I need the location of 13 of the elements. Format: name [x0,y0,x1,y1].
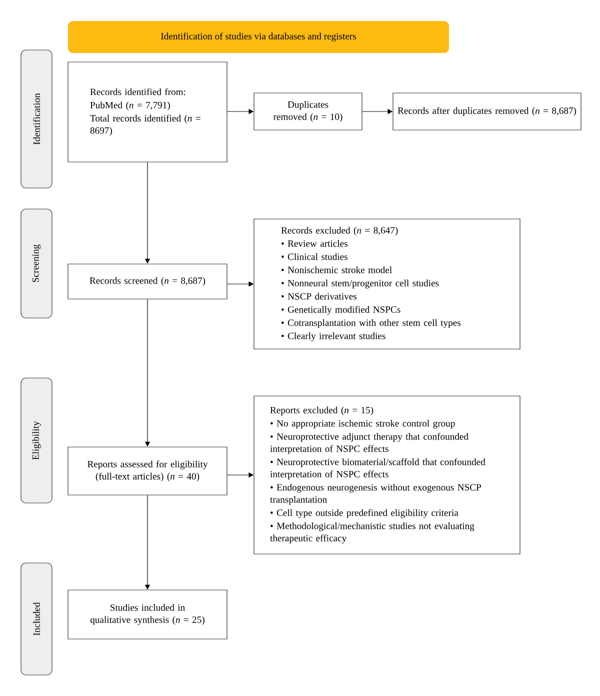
process-box: Reports excluded (n = 15) • No appropriate ischemic stroke control group • Neuroprotective adjunct therapy that confounded interpretation of NSPC effects • Neuroprotective biomaterial/scaffold that confounded interpretation of NSPC effects • Endogenous neurogenesis without exogenous NSCP transplantation • Cell type outside predefined eligibility criteria • Methodological/mechanistic studies not evaluating therapeutic efficacy [254,396,520,554]
phase-label: Included [20,562,52,676]
process-box: Records after duplicates removed (n = 8,687) [392,92,582,130]
process-box: Records identified from: PubMed (n = 7,791) Total records identified (n = 8697) [68,62,228,162]
process-box: Studies included in qualitative synthesis (n = 25) [68,590,228,640]
phase-label: Screening [20,208,52,318]
phase-label: Identification [20,50,52,188]
section-header: Identification of studies via databases and registers [68,21,449,53]
process-box: Records excluded (n = 8,647) • Review articles • Clinical studies • Nonischemic stroke model • Nonneural stem/progenitor cell studies • NSCP derivatives • Genetically modified NSPCs • Cotransplantation with other stem cell types • Clearly irrelevant studies [254,218,520,350]
process-box: Reports assessed for eligibility (full-text articles) (n = 40) [68,446,228,496]
phase-label: Eligibility [20,378,52,504]
process-box: Duplicates removed (n = 10) [254,92,362,130]
process-box: Records screened (n = 8,687) [68,264,228,300]
